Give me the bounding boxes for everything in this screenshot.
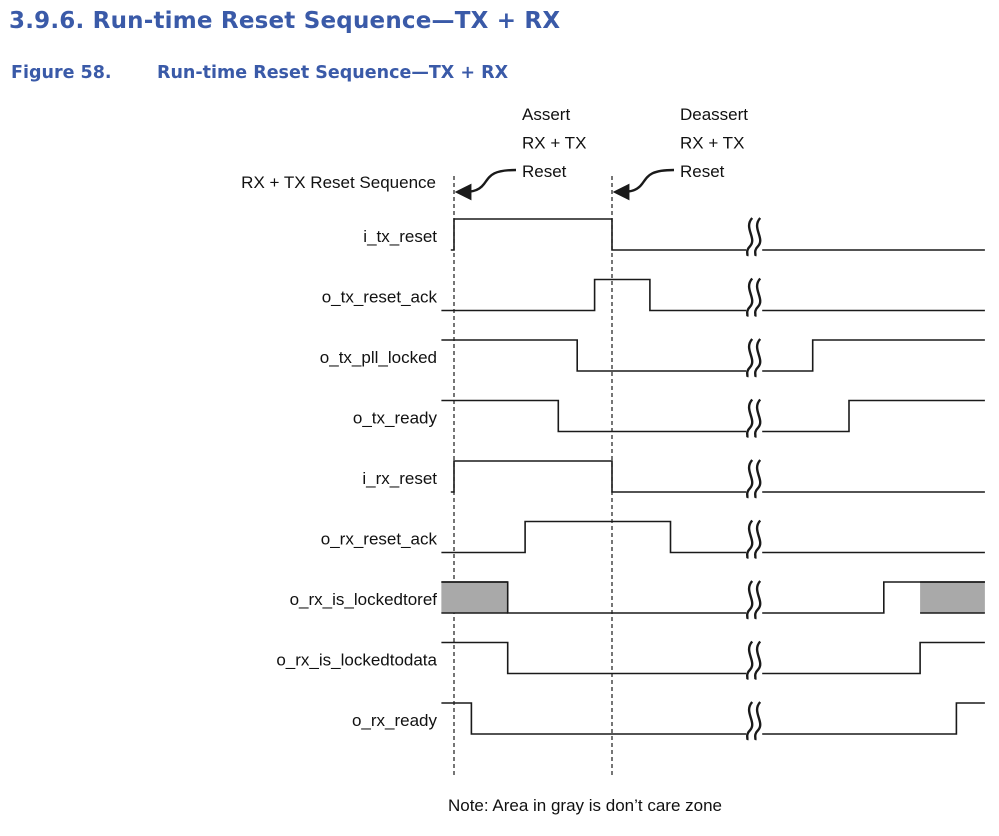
signal-o-tx-pll-locked: o_tx_pll_locked bbox=[320, 339, 985, 372]
signal-o-tx-reset-ack: o_tx_reset_ack bbox=[322, 278, 985, 312]
signal-label: o_tx_reset_ack bbox=[322, 288, 438, 307]
time-break-icon bbox=[746, 398, 754, 439]
time-breaks bbox=[746, 216, 763, 741]
signal-label: o_rx_reset_ack bbox=[321, 530, 438, 549]
signal-label: o_tx_pll_locked bbox=[320, 348, 437, 367]
waveform bbox=[441, 581, 985, 614]
signal-o-rx-reset-ack: o_rx_reset_ack bbox=[321, 520, 985, 554]
time-break-icon bbox=[746, 519, 754, 560]
assert-label-line: Reset bbox=[522, 162, 567, 181]
signal-label: o_tx_ready bbox=[353, 409, 438, 428]
signal-label: o_rx_is_lockedtodata bbox=[276, 651, 437, 670]
waveform bbox=[441, 641, 985, 675]
time-break-icon bbox=[754, 459, 762, 499]
time-break-icon bbox=[746, 459, 754, 499]
time-break-icon bbox=[746, 338, 754, 378]
time-break-icon bbox=[754, 580, 762, 620]
time-break-icon bbox=[754, 217, 762, 257]
waveform bbox=[441, 339, 985, 372]
section-title: 3.9.6. Run-time Reset Sequence—TX + RX bbox=[9, 8, 560, 34]
time-break-icon bbox=[754, 398, 762, 439]
signal-i-tx-reset: i_tx_reset bbox=[363, 218, 985, 251]
signal-o-rx-ready: o_rx_ready bbox=[352, 702, 985, 735]
dont-care-zone bbox=[441, 582, 508, 613]
assert-label-line: Assert bbox=[522, 105, 570, 124]
time-break-icon bbox=[746, 640, 754, 681]
sequence-label: RX + TX Reset Sequence bbox=[241, 173, 436, 192]
waveform bbox=[441, 278, 985, 312]
time-break-icon bbox=[754, 701, 762, 741]
waveform bbox=[441, 702, 985, 735]
signal-o-rx-is-lockedtoref: o_rx_is_lockedtoref bbox=[290, 581, 985, 614]
signal-o-rx-is-lockedtodata: o_rx_is_lockedtodata bbox=[276, 641, 985, 675]
waveform bbox=[450, 218, 985, 251]
waveform bbox=[441, 399, 985, 433]
section-title-text: Run-time Reset Sequence—TX + RX bbox=[92, 8, 561, 34]
time-break-icon bbox=[754, 519, 762, 560]
time-break-icon bbox=[746, 277, 754, 318]
dont-care-note: Note: Area in gray is don’t care zone bbox=[448, 796, 722, 815]
signal-o-tx-ready: o_tx_ready bbox=[353, 399, 985, 433]
dont-care-zone bbox=[920, 582, 985, 613]
deassert-label-line: RX + TX bbox=[680, 134, 744, 153]
event-markers: Assert RX + TX Reset Deassert RX + TX Reset bbox=[453, 105, 748, 776]
signal-waveforms: i_tx_reset o_tx_reset_ack o_tx_pll_lockedo… bbox=[276, 218, 985, 735]
figure-number: Figure 58. bbox=[11, 63, 112, 83]
time-break-icon bbox=[754, 338, 762, 378]
assert-label-line: RX + TX bbox=[522, 134, 586, 153]
time-break-icon bbox=[746, 580, 754, 620]
assert-arrow-icon bbox=[454, 168, 517, 201]
waveform bbox=[450, 460, 985, 493]
deassert-label-line: Reset bbox=[680, 162, 725, 181]
signal-label: o_rx_ready bbox=[352, 711, 438, 730]
signal-label: i_rx_reset bbox=[362, 469, 437, 488]
time-break-icon bbox=[754, 640, 762, 681]
waveform bbox=[441, 520, 985, 554]
time-break-icon bbox=[754, 277, 762, 318]
deassert-arrow-icon bbox=[612, 168, 675, 201]
signal-label: i_tx_reset bbox=[363, 227, 437, 246]
signal-label: o_rx_is_lockedtoref bbox=[290, 590, 438, 609]
deassert-label-line: Deassert bbox=[680, 105, 748, 124]
figure-title: Run-time Reset Sequence—TX + RX bbox=[157, 63, 509, 83]
time-break-icon bbox=[746, 217, 754, 257]
signal-i-rx-reset: i_rx_reset bbox=[362, 460, 985, 493]
section-number: 3.9.6. bbox=[9, 8, 85, 34]
time-break-icon bbox=[746, 701, 754, 741]
figure-caption: Figure 58. Run-time Reset Sequence—TX + R… bbox=[11, 63, 508, 83]
